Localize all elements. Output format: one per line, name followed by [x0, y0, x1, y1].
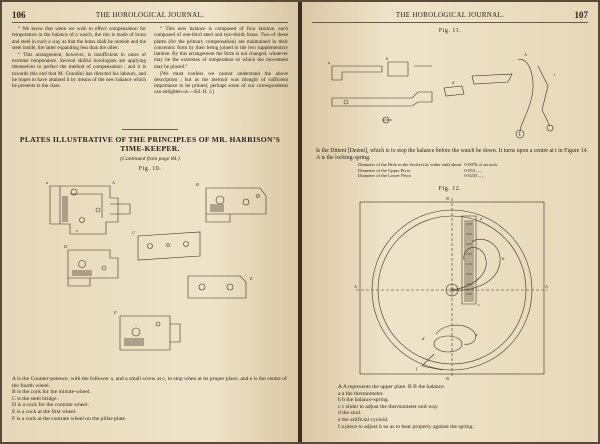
fig11-label: Fig. 11. — [438, 28, 462, 34]
paragraph: [We must confess we cannot understand th… — [154, 70, 288, 96]
svg-text:A: A — [544, 284, 548, 289]
caption-line: a a the thermometer. — [338, 390, 384, 397]
svg-text:e: e — [76, 228, 78, 233]
fig11-drawing: a b At d — [328, 52, 556, 139]
fig12-captions: A A represents the upper plate. B B the … — [338, 384, 588, 430]
caption-line: C is the steel bridge. — [12, 395, 58, 402]
svg-text:A: A — [523, 52, 527, 57]
fig12-label: Fig. 12. — [438, 186, 462, 192]
svg-text:t: t — [554, 72, 556, 77]
table-row: Diameter of the Hole in the Socket (its … — [358, 162, 501, 168]
svg-text:e: e — [476, 332, 478, 337]
caption-line: d the stud. — [338, 410, 362, 417]
detent-description: Is the Dittent [Detent], which is to sto… — [316, 148, 588, 161]
svg-text:a: a — [46, 180, 49, 185]
svg-text:b: b — [386, 56, 389, 61]
fig10-captions: A is the Counter-potence, with the follo… — [12, 376, 288, 422]
caption-line: e the artificial cycloid. — [338, 416, 389, 423]
paragraph: “ This new balance is composed of four l… — [154, 26, 288, 70]
caption-line: F is a cock at the contrate wheel on the… — [12, 415, 127, 422]
dimensions-table: Diameter of the Hole in the Socket (its … — [358, 162, 501, 179]
caption-line: E is a cock at the first wheel. — [12, 408, 77, 415]
right-journal-title: THE HOROLOGICAL JOURNAL. — [395, 11, 505, 19]
svg-text:C: C — [132, 230, 136, 235]
right-page-number: 107 — [574, 10, 589, 20]
left-running-head: 106 THE HOROLOGICAL JOURNAL. — [12, 10, 288, 23]
left-column-1: “ We know that when we wish to effect co… — [12, 26, 146, 90]
svg-text:d: d — [452, 80, 455, 85]
table-row: Diameter of the Upper Pivot 0·053 „ „ — [358, 168, 501, 174]
left-journal-title: THE HOROLOGICAL JOURNAL. — [95, 11, 205, 19]
svg-text:f: f — [416, 366, 418, 371]
section-divider — [122, 129, 178, 130]
dim-value: 0·053 „ „ — [464, 167, 482, 173]
paragraph: “ We know that when we wish to effect co… — [12, 26, 146, 51]
dim-value: 0·0076 of an inch. — [464, 162, 499, 167]
left-column-2: “ This new balance is composed of four l… — [154, 26, 288, 96]
svg-text:A: A — [111, 180, 115, 185]
table-row: Diameter of the Lower Pivot 0·0235 „ „ — [358, 173, 501, 179]
right-running-head: THE HOROLOGICAL JOURNAL. 107 — [312, 10, 588, 23]
right-page: THE HOROLOGICAL JOURNAL. 107 Fig. 11. a b… — [302, 2, 598, 442]
svg-text:D: D — [63, 244, 68, 249]
caption-line: B is the cock for the minute-wheel. — [12, 389, 91, 396]
left-page-number: 106 — [12, 10, 26, 20]
svg-text:E: E — [249, 276, 253, 281]
fig12-drawing: A A B B a b c d e f — [353, 196, 548, 380]
caption-line: D is a cock for the contrate wheel. — [12, 402, 89, 409]
svg-text:B: B — [446, 376, 449, 380]
section-title: PLATES ILLUSTRATIVE OF THE PRINCIPLES OF… — [19, 135, 281, 153]
caption-line: A A represents the upper plate. B B the … — [338, 384, 446, 390]
svg-text:B: B — [196, 182, 199, 187]
paragraph: “ This arrangement, however, is insuffic… — [12, 51, 146, 90]
dim-label: Diameter of the Lower Pivot — [358, 173, 411, 179]
dim-label: Diameter of the Upper Pivot — [358, 167, 411, 173]
dim-value: 0·0235 „ „ — [464, 173, 484, 179]
continued-note: (Continued from page 84.) — [120, 156, 180, 162]
dim-label: Diameter of the Hole in the Socket (its … — [358, 162, 462, 167]
caption-line: A is the Counter-potence, with the follo… — [12, 376, 287, 389]
svg-text:A: A — [353, 284, 357, 289]
book-gutter — [298, 2, 302, 442]
fig10-label: Fig. 10. — [138, 166, 162, 172]
fig10-drawing: a A e B C D E F — [46, 180, 267, 351]
svg-text:a: a — [480, 216, 483, 221]
svg-text:d: d — [422, 336, 425, 341]
svg-text:F: F — [113, 310, 117, 315]
caption-line: b b the balance-spring. — [338, 397, 389, 404]
caption-line: c c slider to adjust the thermometer end… — [338, 403, 439, 410]
svg-text:b: b — [502, 256, 505, 261]
caption-line: f a piece to adjust it so as to bear pro… — [338, 423, 474, 430]
svg-text:c: c — [478, 302, 480, 307]
left-page: 106 THE HOROLOGICAL JOURNAL. “ We know t… — [2, 2, 298, 442]
svg-text:a: a — [328, 60, 331, 65]
svg-text:B: B — [446, 196, 449, 201]
